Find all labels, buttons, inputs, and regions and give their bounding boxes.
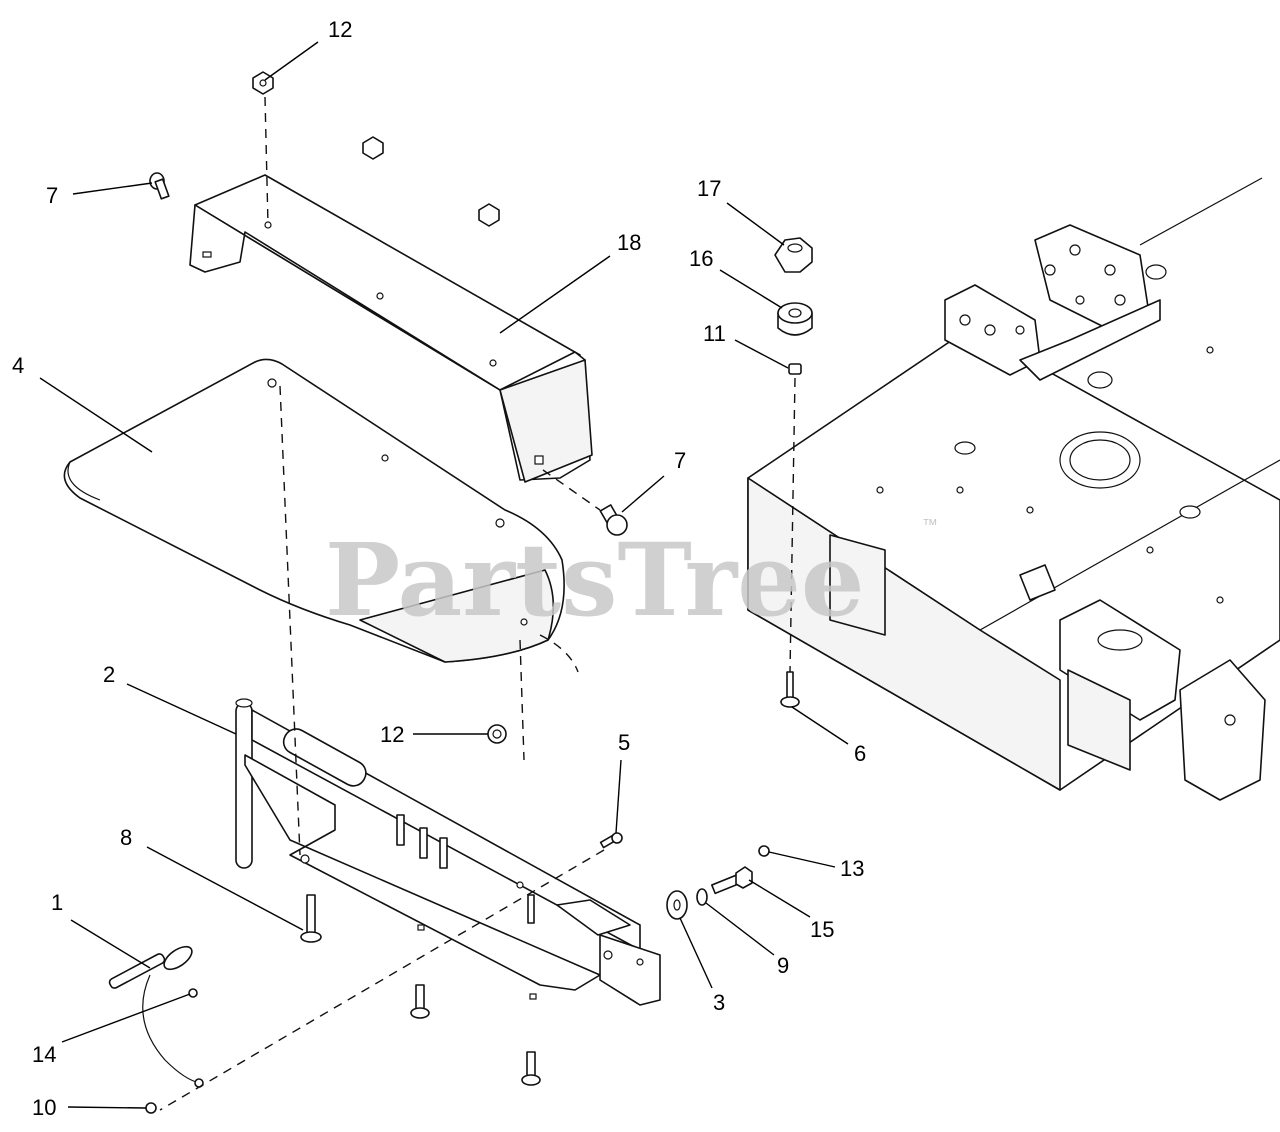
callout-5: 5 xyxy=(618,730,630,755)
callout-8: 8 xyxy=(120,825,132,850)
bolt-6 xyxy=(780,671,800,708)
part-4-deflector xyxy=(63,358,579,673)
callout-9: 9 xyxy=(777,953,789,978)
bolt-5 xyxy=(599,832,623,849)
leader-lines xyxy=(39,41,849,1109)
callout-6: 6 xyxy=(854,741,866,766)
callouts: 12 7 18 4 7 17 16 11 2 12 5 6 8 13 15 9 … xyxy=(12,17,866,1120)
mower-frame xyxy=(747,177,1280,801)
lockwasher-9 xyxy=(696,888,708,906)
bolt-15 xyxy=(711,866,753,895)
callout-11: 11 xyxy=(703,321,726,346)
callout-14: 14 xyxy=(32,1042,56,1067)
part-2-bracket xyxy=(235,698,661,1006)
callout-15: 15 xyxy=(810,917,834,942)
pin-1 xyxy=(108,945,193,989)
nut-11 xyxy=(788,363,802,375)
callout-2: 2 xyxy=(103,662,115,687)
screw-10 xyxy=(145,1102,157,1114)
lanyard-14 xyxy=(142,974,201,1084)
callout-17: 17 xyxy=(697,176,721,201)
nut-13 xyxy=(758,845,770,857)
washer-3 xyxy=(666,890,688,920)
bolt-8 xyxy=(300,894,322,943)
knob-17 xyxy=(774,237,813,273)
callout-3: 3 xyxy=(713,990,725,1015)
callout-16: 16 xyxy=(689,246,713,271)
assembly-lines xyxy=(159,96,796,1111)
nut-b xyxy=(478,203,500,227)
nut-a xyxy=(362,136,384,160)
nut-12-lower xyxy=(487,724,507,744)
callout-1: 1 xyxy=(51,890,63,915)
callout-7-right: 7 xyxy=(674,448,686,473)
callout-4: 4 xyxy=(12,353,24,378)
knob-7-right xyxy=(599,504,628,536)
callout-18: 18 xyxy=(617,230,641,255)
hardware xyxy=(108,71,813,1114)
callout-12-lower: 12 xyxy=(380,722,404,747)
callout-12-top: 12 xyxy=(328,17,352,42)
bolt-lower-b xyxy=(521,1051,541,1086)
watermark-text: PartsTree xyxy=(325,521,865,639)
part-18-cover xyxy=(189,174,593,483)
spacer-16 xyxy=(777,302,813,336)
callout-13: 13 xyxy=(840,856,864,881)
watermark-trademark: ™ xyxy=(922,517,938,534)
callout-7-left: 7 xyxy=(46,183,58,208)
watermark: PartsTree ™ xyxy=(325,517,938,639)
callout-10: 10 xyxy=(32,1095,56,1120)
bolt-7-left xyxy=(149,172,170,200)
bolt-lower-a xyxy=(410,984,430,1019)
